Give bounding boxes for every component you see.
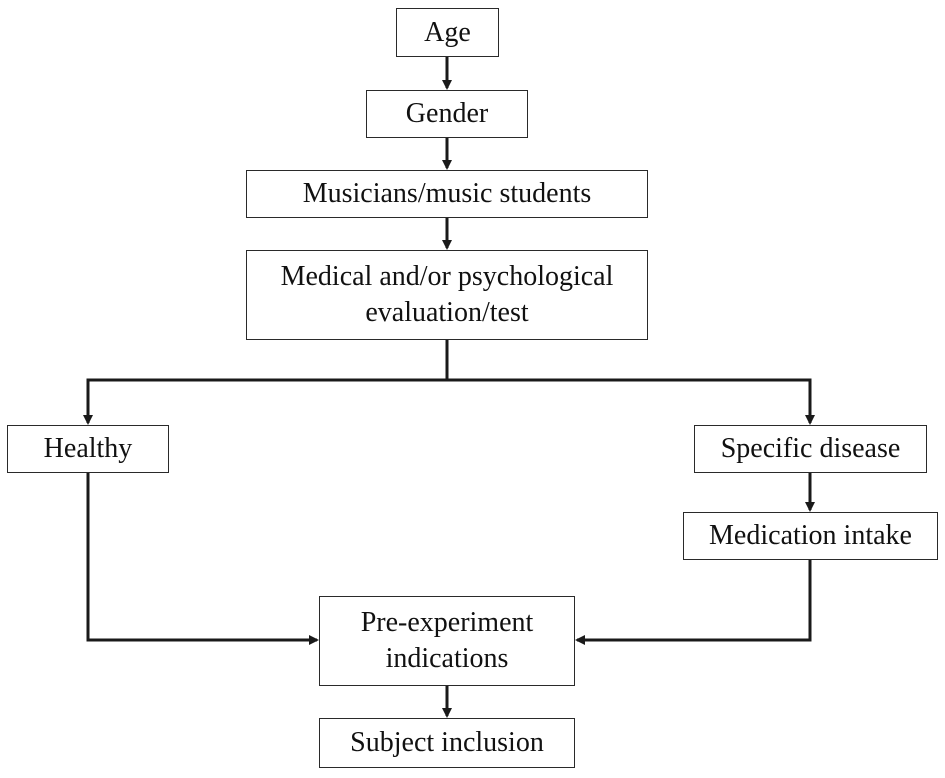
node-musicians-music-students: Musicians/music students [246, 170, 648, 218]
node-medication-intake: Medication intake [683, 512, 938, 560]
node-specific-disease: Specific disease [694, 425, 927, 473]
node-gender: Gender [366, 90, 528, 138]
node-subject-inclusion: Subject inclusion [319, 718, 575, 768]
edge-medical-to-healthy [83, 340, 449, 425]
node-pre-experiment-indications: Pre-experiment indications [319, 596, 575, 686]
node-healthy: Healthy [7, 425, 169, 473]
node-medical-psychological-evaluation: Medical and/or psychological evaluation/… [246, 250, 648, 340]
edge-healthy-to-pre-experiment [86, 473, 319, 645]
edge-medication-to-pre-experiment [575, 560, 812, 645]
node-age: Age [396, 8, 499, 57]
edge-medical-to-specific-disease [447, 378, 815, 425]
